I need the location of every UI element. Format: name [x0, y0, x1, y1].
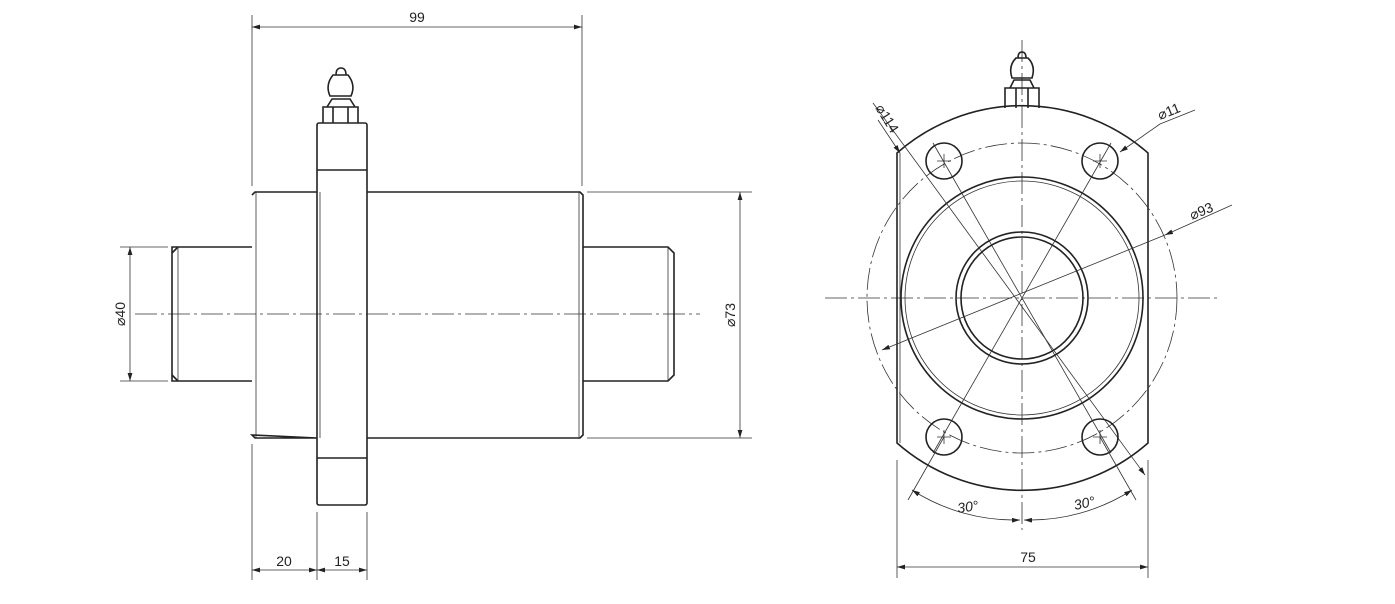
flange-outline — [896, 104, 1149, 492]
front-view: ⌀114 ⌀11 ⌀93 30° 30° 75 — [825, 40, 1233, 578]
dim-hole-diameter: ⌀11 — [1155, 99, 1182, 123]
dimensions-side — [120, 15, 752, 580]
grease-fitting-icon — [1004, 51, 1040, 108]
grease-fitting-icon — [322, 67, 359, 123]
side-view: 99 ⌀73 ⌀40 20 15 — [112, 9, 752, 580]
body — [249, 191, 584, 439]
flange — [316, 122, 368, 506]
bolt-circle — [866, 142, 1178, 454]
dim-body-diameter: ⌀73 — [722, 303, 738, 327]
dim-flange-diameter: ⌀114 — [872, 101, 902, 136]
dim-shaft-diameter: ⌀40 — [112, 302, 128, 326]
dimensions-front — [881, 109, 1233, 578]
dim-offset: 20 — [276, 553, 292, 569]
dim-length: 99 — [409, 9, 425, 25]
left-shaft — [171, 246, 252, 382]
dim-angle-left: 30° — [956, 497, 980, 516]
dim-angle-right: 30° — [1072, 493, 1096, 513]
dim-width: 75 — [1020, 549, 1036, 565]
dim-flange-width: 15 — [334, 553, 350, 569]
dim-bolt-circle: ⌀93 — [1187, 199, 1215, 223]
construction-lines — [872, 102, 1146, 476]
right-shaft — [583, 246, 675, 382]
